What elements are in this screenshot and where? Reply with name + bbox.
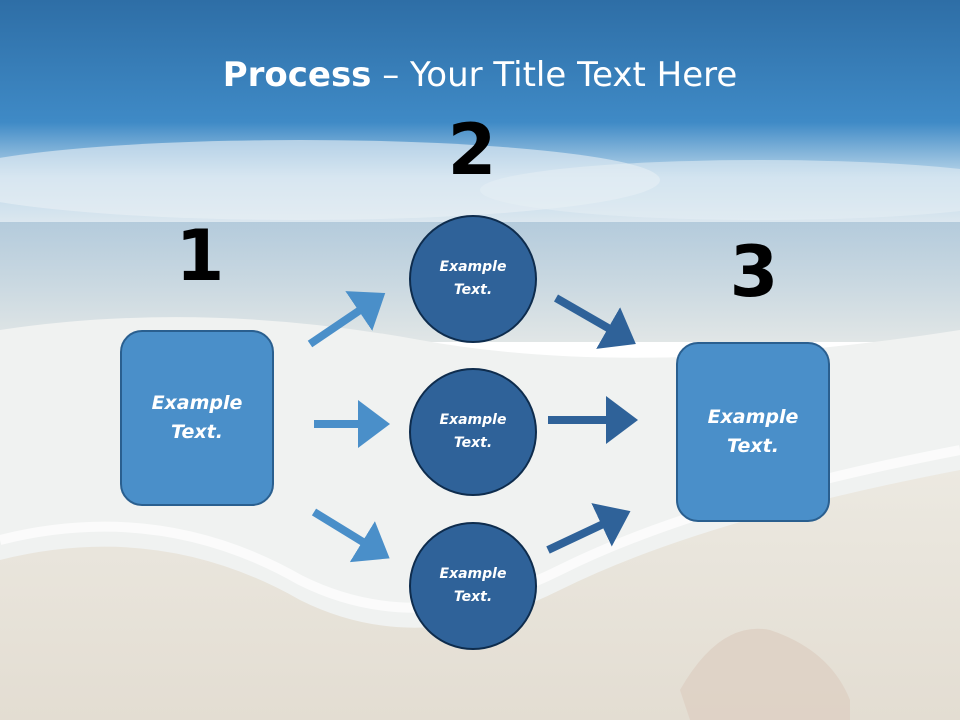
arrow-1-to-bottom [311,508,390,563]
slide-title: Process – Your Title Text Here [0,52,960,98]
step-number-3: 3 [729,231,779,313]
arrow-bottom-to-3 [546,503,631,554]
step-1-box: Example Text. [120,330,274,506]
title-bold: Process [222,55,372,95]
step-number-2: 2 [447,109,497,191]
arrow-1-to-top [307,291,386,348]
step-2-circle-bottom: Example Text. [409,522,537,650]
title-rest: – Your Title Text Here [371,55,738,95]
step-2-circle-top: Example Text. [409,215,537,343]
step-number-1: 1 [175,215,225,297]
step-2-circle-middle: Example Text. [409,368,537,496]
step-3-box: Example Text. [676,342,830,522]
arrow-top-to-3 [554,294,636,349]
